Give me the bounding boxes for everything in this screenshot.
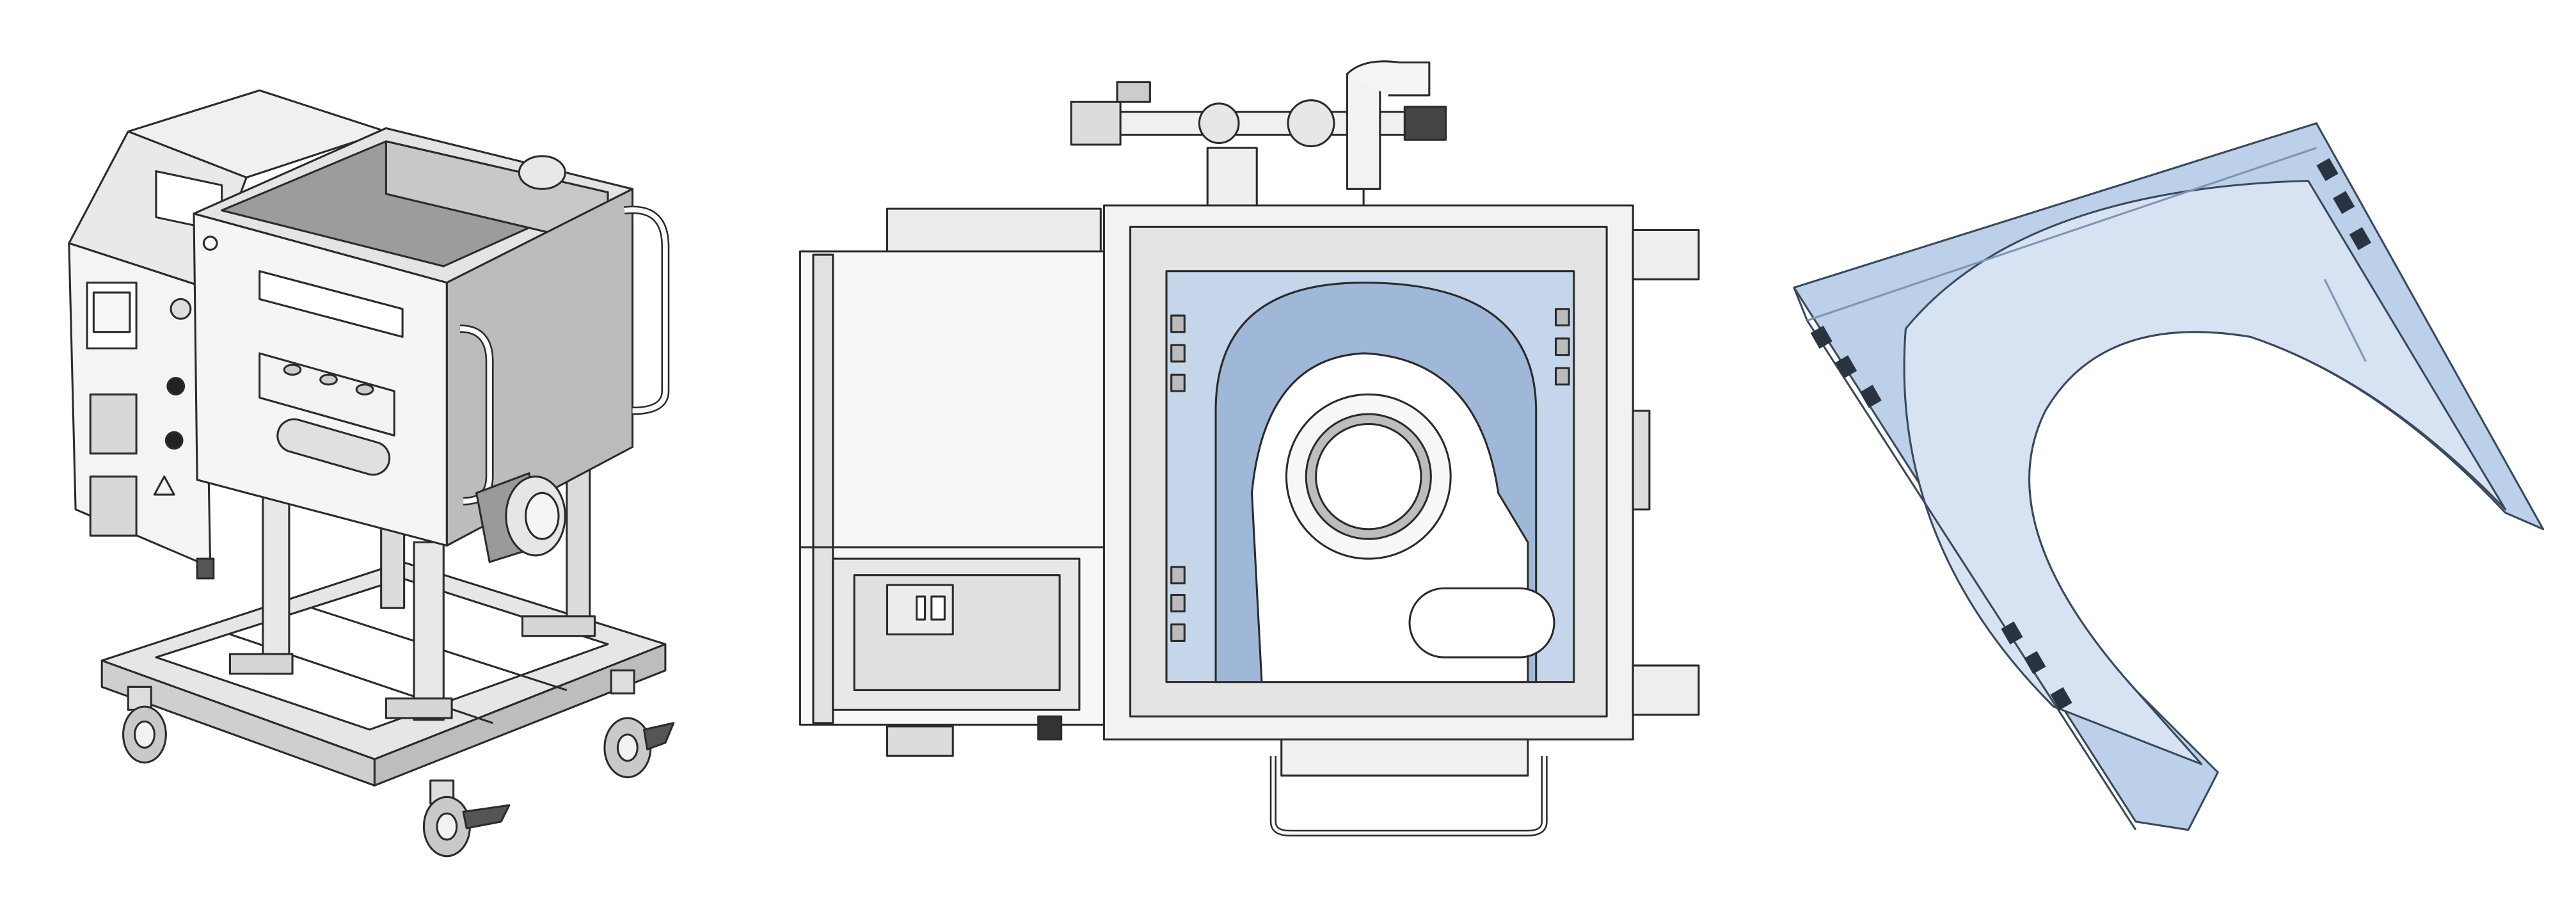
wheel-icon xyxy=(122,685,167,763)
pipe-valve-assembly xyxy=(1070,60,1447,271)
top-view-machine xyxy=(799,60,1700,836)
hopper-frame xyxy=(1102,204,1700,741)
caster-wheels xyxy=(122,669,675,858)
part-groove xyxy=(1903,179,2507,765)
bottom-handle xyxy=(1269,738,1548,836)
control-cabinet xyxy=(68,89,387,580)
motor xyxy=(475,472,566,563)
isometric-machine-view xyxy=(68,89,675,858)
hopper xyxy=(193,127,670,547)
wheel-icon xyxy=(603,669,675,779)
warning-triangle-icon xyxy=(153,475,175,496)
locking-tabs xyxy=(1810,157,2371,710)
legs xyxy=(228,456,596,721)
trough-insert-part xyxy=(1793,122,2545,831)
base-frame xyxy=(100,561,667,787)
wheel-icon xyxy=(422,779,511,858)
side-cabinet xyxy=(799,207,1107,757)
logo-icon xyxy=(202,236,218,251)
